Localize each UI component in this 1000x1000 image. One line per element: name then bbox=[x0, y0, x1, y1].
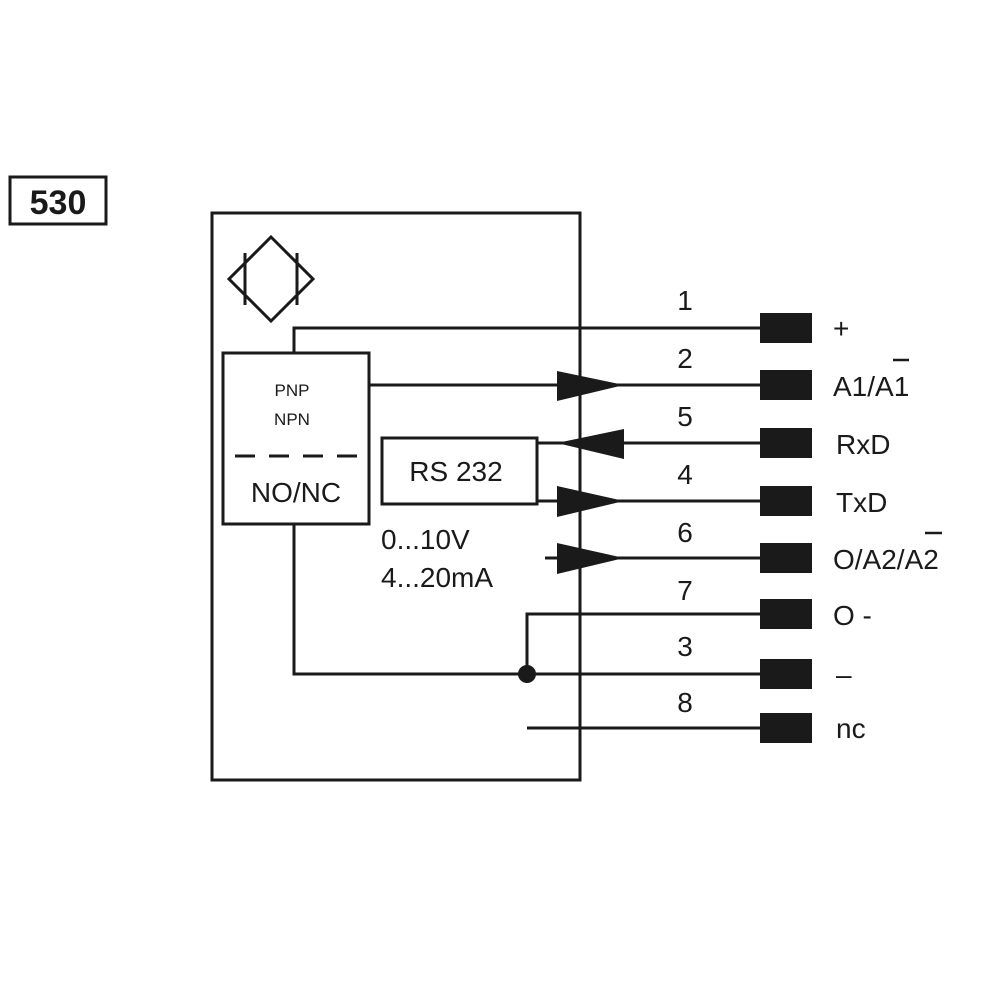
rs232-label: RS 232 bbox=[409, 456, 502, 487]
pin-signal: A1/A1 bbox=[833, 371, 909, 402]
junction-dot bbox=[518, 665, 536, 683]
pin-signal: RxD bbox=[836, 429, 890, 460]
arrow-out-pin4 bbox=[557, 486, 624, 517]
terminal-pin-2 bbox=[760, 370, 812, 400]
terminal-pin-6 bbox=[760, 543, 812, 573]
output-type-block bbox=[221, 351, 371, 526]
analog-range-voltage: 0...10V bbox=[381, 524, 470, 555]
diagram-code-box bbox=[8, 175, 108, 226]
output-type-pnp: PNP bbox=[275, 381, 310, 400]
wiring bbox=[292, 326, 760, 730]
pin-signal: + bbox=[833, 313, 849, 344]
pin-signal: TxD bbox=[836, 487, 887, 518]
pin-signal: nc bbox=[836, 713, 866, 744]
diagram-code: 530 bbox=[30, 184, 87, 222]
pin-number: 4 bbox=[677, 459, 693, 490]
pin-signal: O - bbox=[833, 600, 872, 631]
pin-signal: O/A2/A2 bbox=[833, 544, 939, 575]
terminal-pin-8 bbox=[760, 713, 812, 743]
signal-arrows bbox=[557, 371, 624, 574]
terminal-pin-4 bbox=[760, 486, 812, 516]
terminals bbox=[760, 313, 812, 743]
pin-number: 2 bbox=[677, 343, 693, 374]
pin-number: 1 bbox=[677, 285, 693, 316]
terminal-pin-7 bbox=[760, 599, 812, 629]
pin-number: 8 bbox=[677, 687, 693, 718]
pin-number: 5 bbox=[677, 401, 693, 432]
arrow-out-pin6 bbox=[557, 543, 624, 574]
pin-number: 7 bbox=[677, 575, 693, 606]
terminal-pin-1 bbox=[760, 313, 812, 343]
pin-signal: – bbox=[836, 659, 852, 690]
terminal-pin-5 bbox=[760, 428, 812, 458]
output-type-npn: NPN bbox=[274, 410, 310, 429]
pin-number: 6 bbox=[677, 517, 693, 548]
switching-mode-label: NO/NC bbox=[251, 477, 341, 508]
inverted-signal-overbars bbox=[893, 358, 942, 535]
arrow-in-pin5 bbox=[557, 429, 624, 459]
pin-number: 3 bbox=[677, 631, 693, 662]
rs232-block bbox=[380, 436, 539, 506]
arrow-out-pin2 bbox=[557, 371, 624, 401]
terminal-pin-3 bbox=[760, 659, 812, 689]
sensor-symbol-icon bbox=[226, 234, 316, 324]
analog-range-current: 4...20mA bbox=[381, 562, 493, 593]
